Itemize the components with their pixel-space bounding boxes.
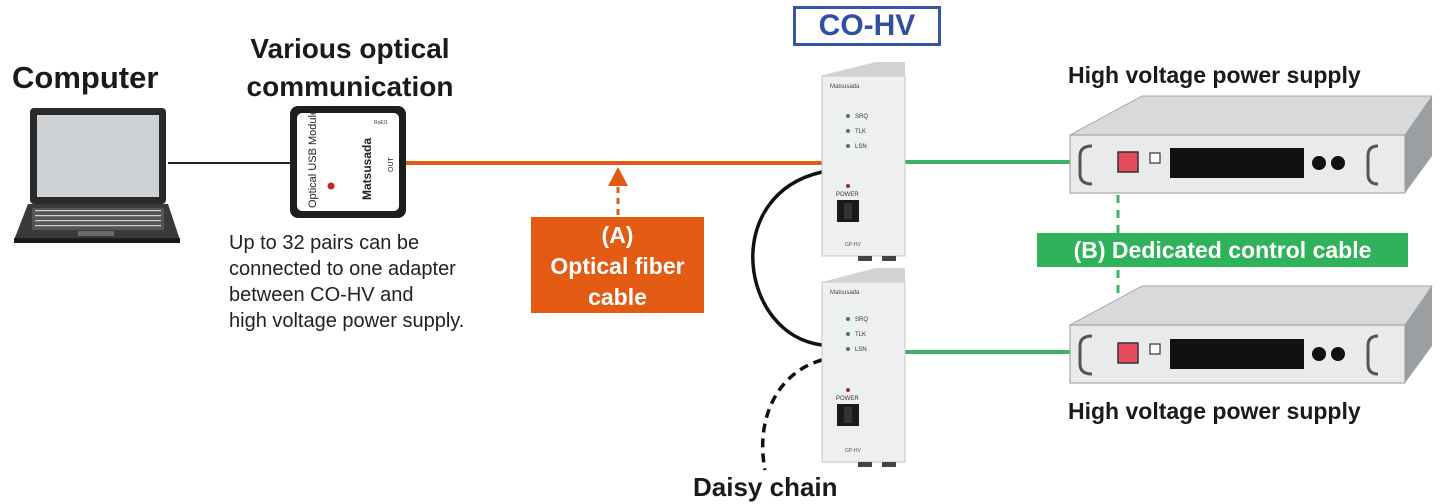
daisy-chain-label: Daisy chain — [693, 472, 838, 502]
daisy-chain-loop — [751, 170, 823, 347]
optical-communication-label: Various optical communication — [232, 30, 468, 106]
control-cable-callout: (B) Dedicated control cable — [1037, 233, 1408, 267]
usb-module-side-text: Optical USB Module — [307, 109, 319, 208]
note-line: Up to 32 pairs can be — [229, 232, 420, 254]
note-line: connected to one adapter — [229, 258, 456, 280]
unit-top-power-label: POWER — [836, 192, 859, 198]
fiber-callout-line-2: Optical fiber — [550, 253, 685, 279]
unit-bottom-model: GP-HV — [845, 448, 862, 454]
note-line: high voltage power supply. — [229, 310, 465, 332]
unit-bottom-led-lsn: LSN — [855, 347, 867, 353]
fiber-callout-line-1: (A) — [601, 222, 634, 248]
converter-unit-icon: Matsusada SRQ TLK LSN POWER GP-HV — [821, 62, 906, 261]
usb-adapter-icon: Optical USB Module Matsusada OUT RoEl1 — [290, 106, 406, 218]
unit-top-model: GP-HV — [845, 242, 862, 248]
connection-note: Up to 32 pairs can be connected to one a… — [229, 230, 464, 334]
unit-top-led-lsn: LSN — [855, 144, 867, 150]
usb-module-model: RoEl1 — [374, 120, 388, 126]
unit-bottom-power-label: POWER — [836, 396, 859, 402]
usb-module-port: OUT — [388, 157, 395, 173]
daisy-chain-dashed — [760, 358, 823, 471]
fiber-callout-line-3: cable — [588, 284, 647, 310]
converter-unit-icon: Matsusada SRQ TLK LSN POWER GP-HV — [821, 268, 906, 467]
computer-label: Computer — [12, 60, 159, 95]
co-hv-title: CO-HV — [793, 6, 941, 46]
optical-communication-line-2: communication — [246, 71, 454, 102]
laptop-icon — [14, 108, 180, 243]
rack-power-supply-icon — [1069, 95, 1433, 194]
hv-power-supply-label-top: High voltage power supply — [1068, 62, 1361, 88]
unit-top-led-tlk: TLK — [855, 129, 866, 135]
usb-module-brand: Matsusada — [360, 138, 374, 200]
unit-bottom-led-srq: SRQ — [855, 317, 868, 323]
unit-bottom-led-tlk: TLK — [855, 332, 866, 338]
note-line: between CO-HV and — [229, 284, 414, 306]
optical-fiber-callout: (A) Optical fiber cable — [531, 217, 704, 313]
unit-top-brand: Matsusada — [830, 84, 860, 90]
hv-power-supply-label-bottom: High voltage power supply — [1068, 398, 1361, 424]
rack-power-supply-icon — [1069, 285, 1433, 384]
unit-top-led-srq: SRQ — [855, 114, 868, 120]
unit-bottom-brand: Matsusada — [830, 290, 860, 296]
fiber-pointer-arrow — [608, 167, 628, 186]
optical-communication-line-1: Various optical — [250, 33, 450, 64]
